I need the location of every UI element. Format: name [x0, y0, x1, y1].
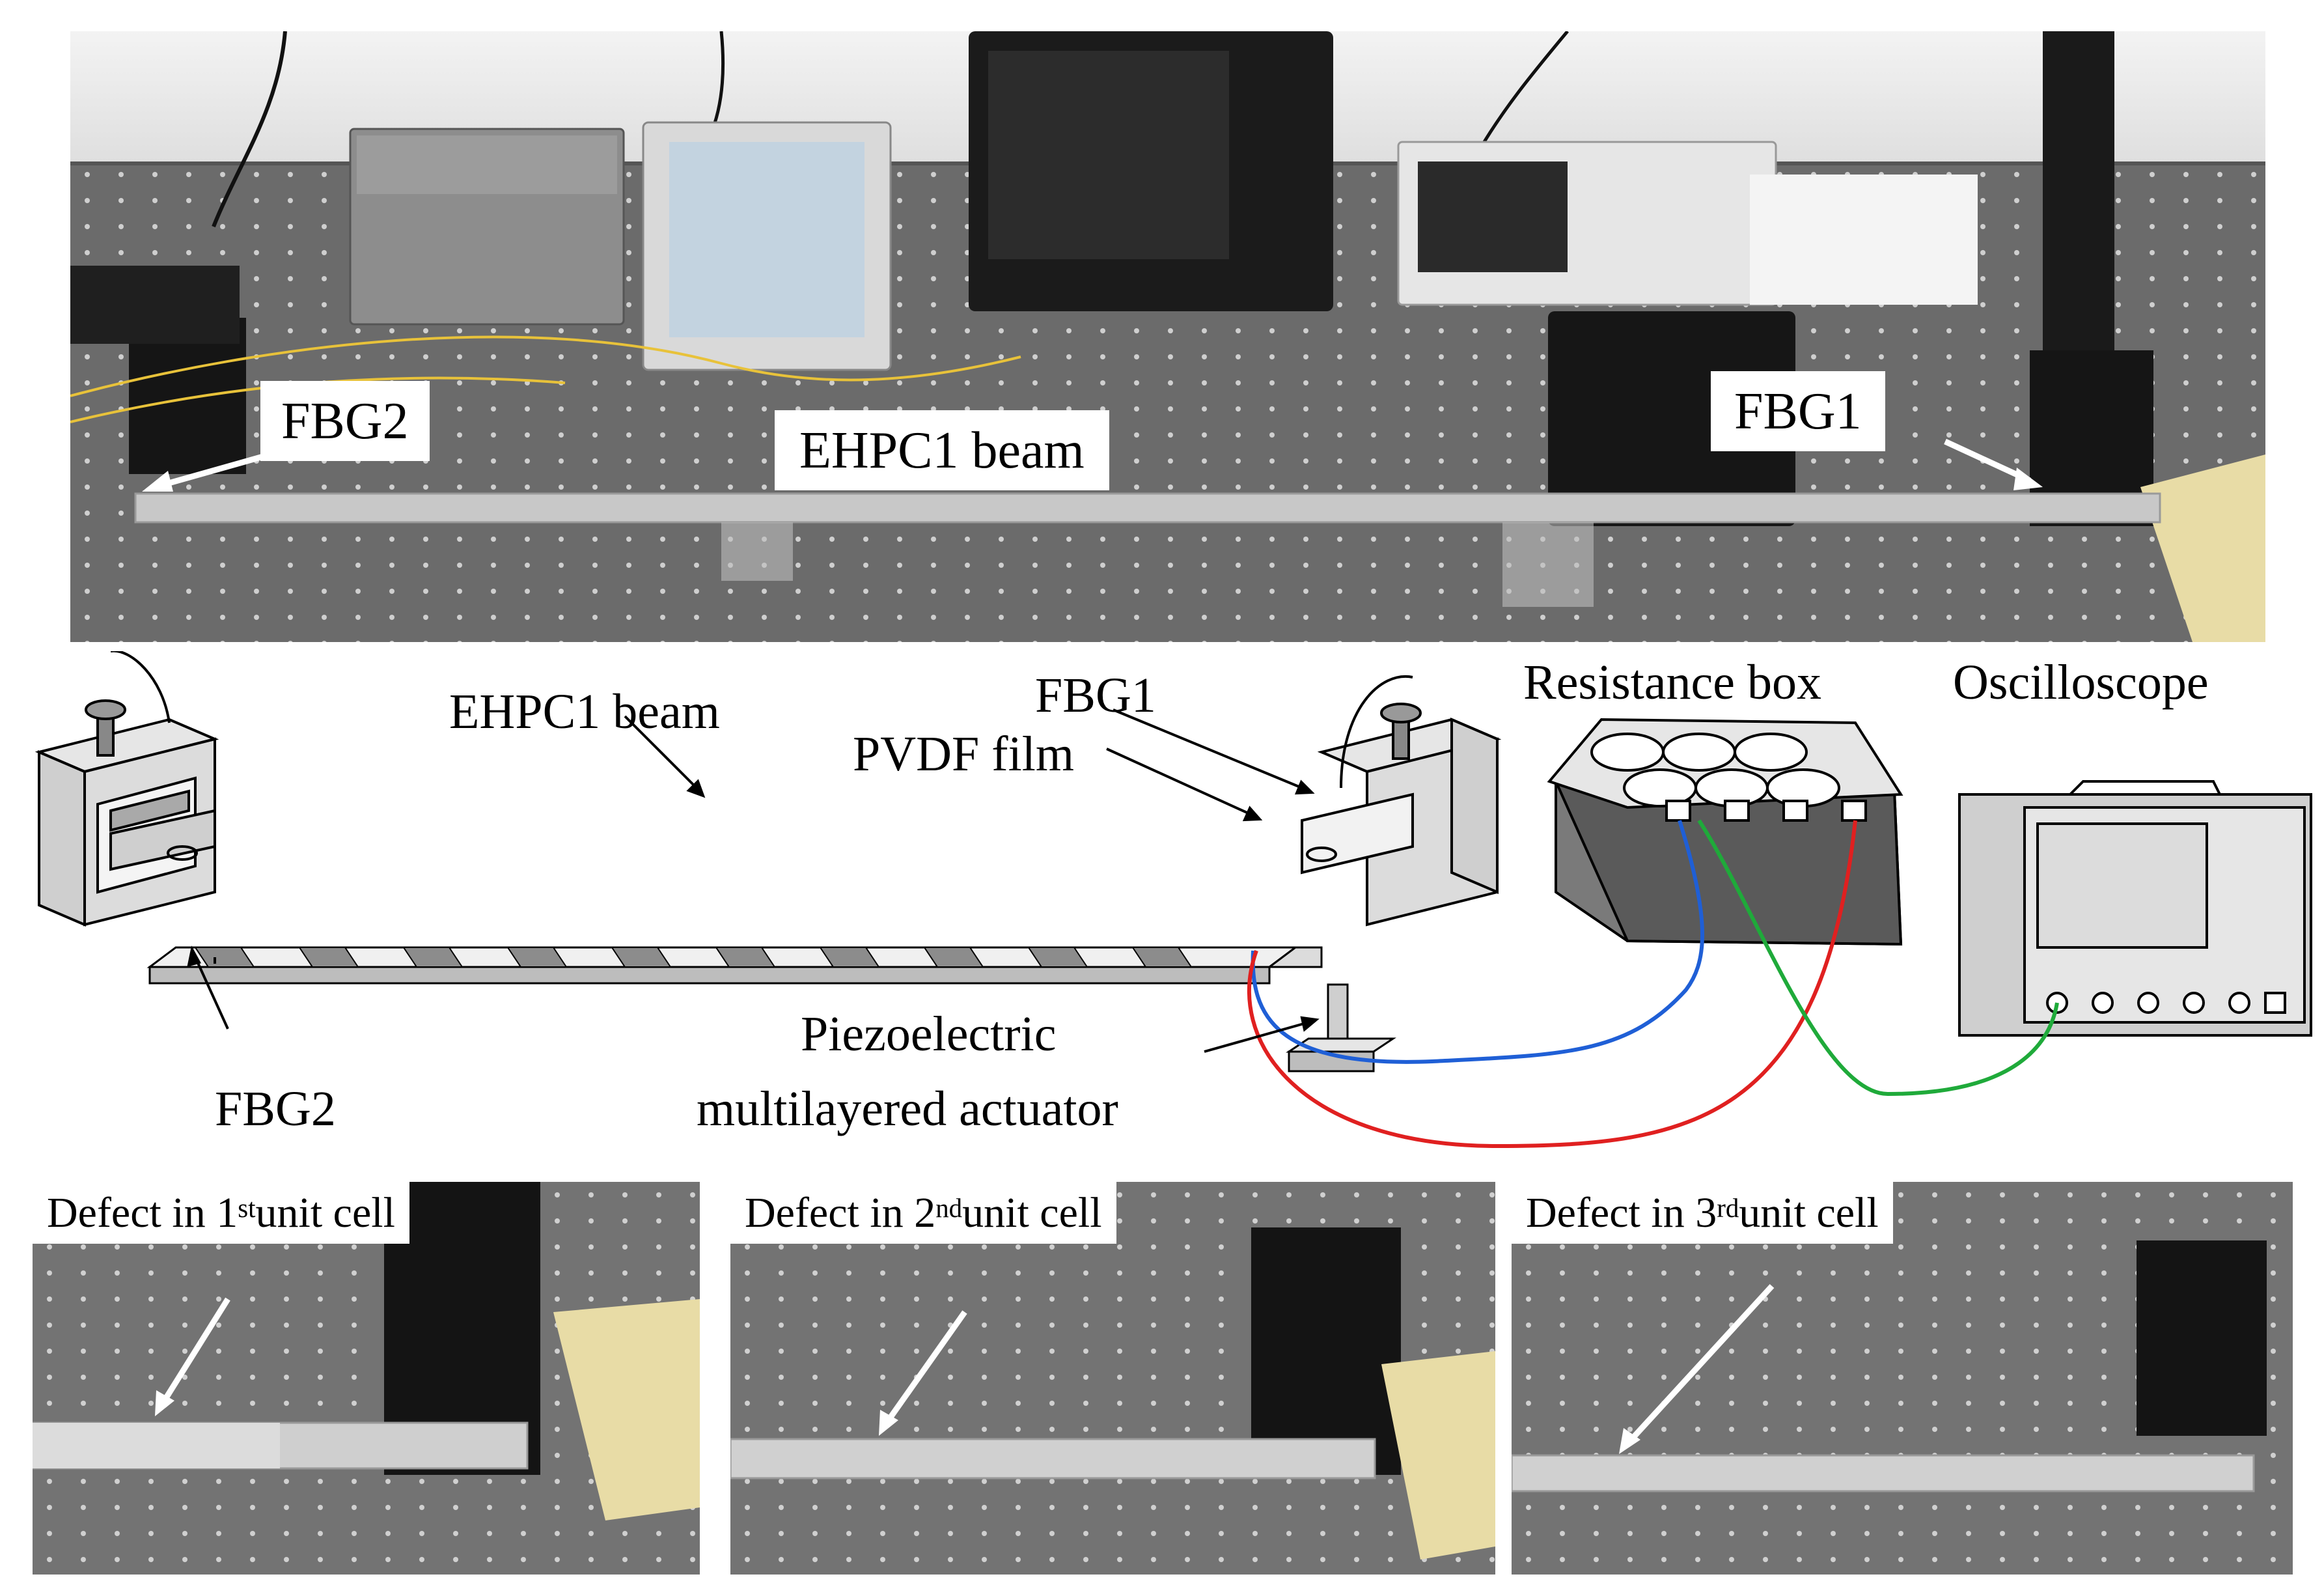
setup-photo: FBG2 EHPC1 beam FBG1	[70, 31, 2265, 642]
defect-photo-3-graphic	[1512, 1182, 2293, 1575]
diagram-resistance-box-label: Resistance box	[1523, 655, 1822, 710]
top-fbg2-text: FBG2	[281, 392, 409, 450]
pointer-arrows	[187, 708, 1320, 1053]
diagram-fbg2-label: FBG2	[215, 1082, 336, 1136]
top-beam-label: EHPC1 beam	[775, 410, 1109, 490]
top-fbg1-text: FBG1	[1734, 382, 1862, 440]
oscilloscope-shape	[1958, 780, 2312, 1037]
diagram-fbg1-label: FBG1	[1035, 668, 1156, 723]
top-beam-text: EHPC1 beam	[799, 421, 1085, 479]
diagram-piezo-label-line1: Piezoelectric	[801, 1007, 1057, 1061]
right-clamp	[1301, 675, 1502, 927]
diagram-piezo-label-line2: multilayered actuator	[697, 1082, 1118, 1136]
diagram-oscilloscope-label: Oscilloscope	[1953, 655, 2209, 710]
diagram-pvdf-label: PVDF film	[853, 727, 1074, 781]
red-wire	[1247, 820, 1857, 1149]
defect-3-prefix: Defect in 3	[1526, 1188, 1717, 1237]
top-fbg1-label: FBG1	[1711, 371, 1885, 451]
defect-1-suffix: unit cell	[255, 1188, 395, 1237]
defect-photo-2-graphic	[730, 1182, 1495, 1575]
defect-3-sup: rd	[1717, 1193, 1739, 1223]
blue-wire	[1251, 820, 1704, 1064]
ehpc1-beam	[146, 946, 1323, 985]
schematic-graphic	[35, 649, 2312, 1149]
defect-2-prefix: Defect in 2	[745, 1188, 936, 1237]
defect-1-sup: st	[238, 1193, 256, 1223]
diagram-beam-label: EHPC1 beam	[449, 684, 720, 739]
defect-3-suffix: unit cell	[1739, 1188, 1879, 1237]
defect-2-suffix: unit cell	[962, 1188, 1102, 1237]
setup-photo-graphic	[70, 31, 2265, 642]
green-wire	[1697, 819, 2059, 1097]
resistance-box	[1547, 718, 1903, 946]
left-clamp	[35, 649, 219, 927]
top-fbg2-label: FBG2	[260, 381, 430, 461]
defect-2-sup: nd	[935, 1193, 963, 1223]
defect-1-prefix: Defect in 1	[47, 1188, 238, 1237]
defect-photo-1-graphic	[33, 1182, 700, 1575]
setup-schematic: Resistance box Oscilloscope EHPC1 beam F…	[0, 649, 2324, 1172]
